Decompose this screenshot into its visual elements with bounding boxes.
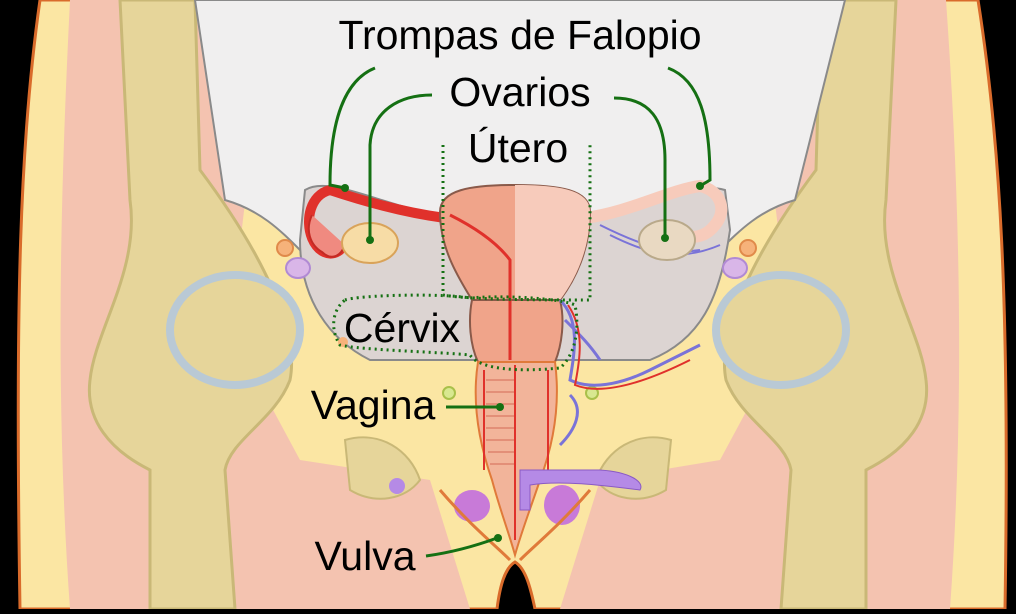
label-uterus: Útero [468,125,568,171]
label-ovaries: Ovarios [449,69,590,115]
right-vessel-dot [740,240,756,256]
right-femoral-head [716,275,846,385]
left-vessel-dot [277,240,293,256]
left-femoral-head [170,275,300,385]
cervix-shape [470,300,562,362]
right-vein-dot [723,258,747,278]
label-fallopian-tubes: Trompas de Falopio [338,12,701,58]
left-nerve-dot [443,387,455,399]
label-vagina: Vagina [311,382,436,428]
left-vein-dot [286,258,310,278]
label-vulva: Vulva [314,533,415,579]
left-purple-dot [389,478,405,494]
left-vestibular-bulb [454,490,490,522]
label-cervix: Cérvix [344,305,461,351]
